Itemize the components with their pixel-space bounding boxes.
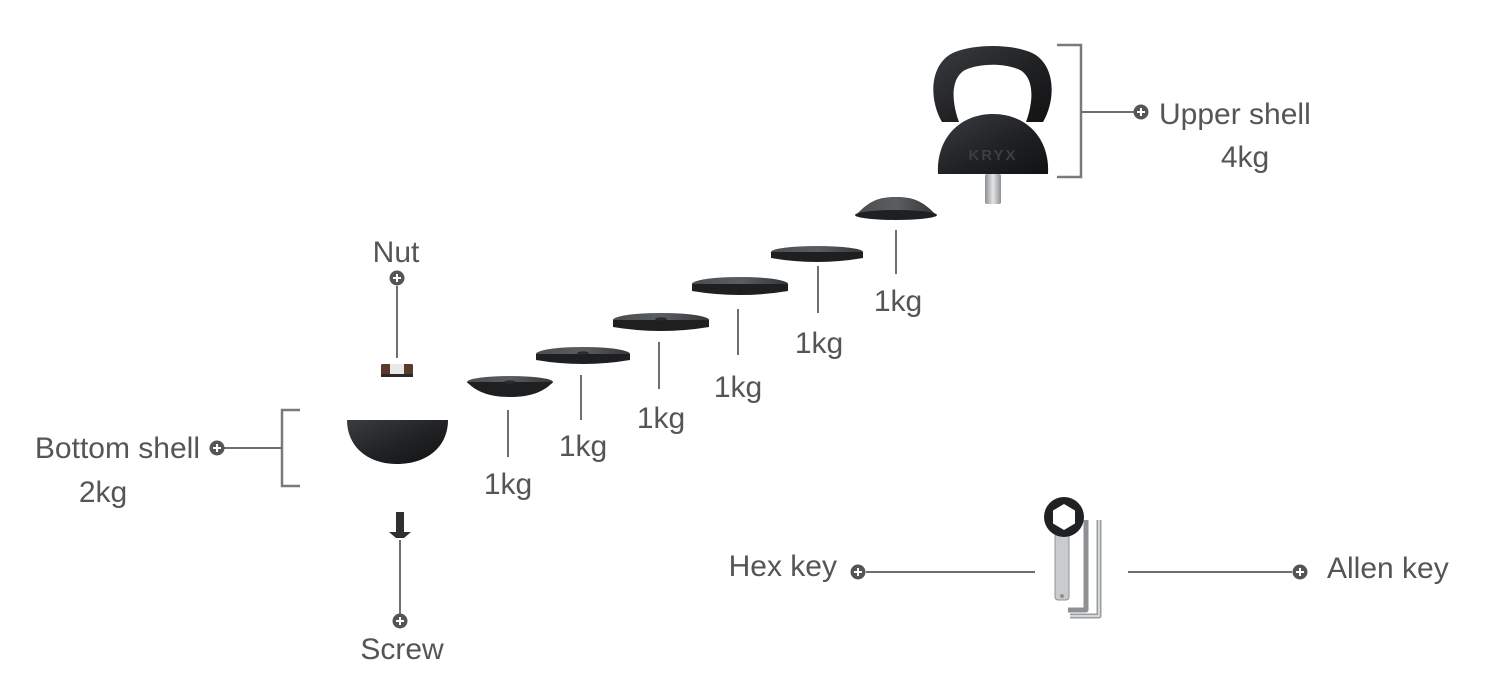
plate-4-weight: 1kg: [714, 371, 762, 404]
plate-4: [692, 277, 788, 295]
allen-key-plus-icon: [1292, 564, 1308, 580]
plate-1: [467, 376, 553, 397]
kryx-logo: KRYX: [968, 147, 1017, 164]
hex-key-image: [1044, 497, 1084, 601]
plate-2-weight: 1kg: [559, 430, 607, 463]
hex-key-label: Hex key: [729, 550, 837, 583]
allen-key-image: [1068, 520, 1102, 619]
kettlebell-handle: [933, 46, 1052, 122]
plate-6: [855, 197, 937, 220]
plate-6-weight: 1kg: [874, 285, 922, 318]
upper-shell-plus-icon: [1133, 104, 1149, 120]
plate-1-weight: 1kg: [484, 468, 532, 501]
upper-shell-image: KRYX: [933, 46, 1052, 204]
nut-image: [381, 364, 413, 377]
bottom-shell-plus-icon: [209, 440, 225, 456]
screw-plus-icon: [392, 613, 408, 629]
bottom-shell-weight: 2kg: [79, 476, 127, 509]
screw-label: Screw: [360, 633, 444, 666]
nut-label: Nut: [373, 236, 420, 269]
bottom-shell-label: Bottom shell: [35, 432, 200, 465]
kettlebell-dome: [937, 114, 1049, 174]
plate-5: [771, 246, 863, 262]
bottom-shell-image: [347, 420, 448, 464]
nut-plus-icon: [389, 270, 405, 286]
upper-shell-weight: 4kg: [1221, 141, 1269, 174]
upper-shell-bolt: [985, 174, 1001, 204]
upper-shell-bracket: [1057, 43, 1083, 179]
plate-3: [613, 313, 709, 331]
plate-5-weight: 1kg: [795, 327, 843, 360]
plate-2: [536, 347, 630, 364]
hex-key-plus-icon: [850, 564, 866, 580]
bottom-shell-bracket: [280, 408, 300, 488]
allen-key-label: Allen key: [1327, 552, 1449, 585]
upper-shell-label: Upper shell: [1159, 98, 1311, 131]
screw-image: [389, 512, 411, 538]
plate-3-weight: 1kg: [637, 402, 685, 435]
